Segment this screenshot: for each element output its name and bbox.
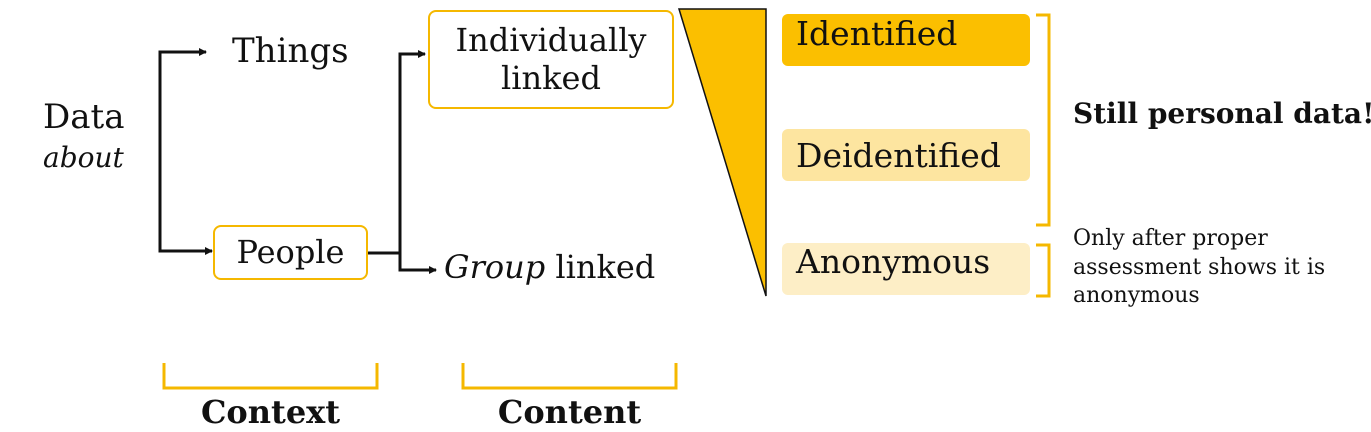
anonymous-note: Only after proper assessment shows it is…: [1073, 225, 1325, 311]
anonymous-note-line1: Only after proper: [1073, 226, 1268, 251]
anonymous-note-line2: assessment shows it is: [1073, 254, 1326, 280]
level-anonymous-label: Anonymous: [796, 242, 991, 281]
connector-people-group: [398, 253, 437, 274]
identifiability-wedge: [677, 8, 767, 297]
bracket-content: [461, 363, 678, 390]
individually-linked-line1: Individually: [455, 20, 647, 59]
people-node: People: [213, 225, 368, 280]
about-label: about: [43, 141, 124, 174]
connector-people-individual: [368, 50, 426, 255]
people-label: People: [236, 232, 345, 271]
still-personal-data-label: Still personal data!: [1073, 97, 1371, 130]
connector-data-things: [158, 48, 207, 122]
level-identified-label: Identified: [796, 14, 958, 53]
connector-data-people: [158, 122, 213, 255]
individually-linked-node: Individually linked: [428, 10, 674, 109]
bracket-anonymous: [1036, 243, 1051, 298]
bracket-personal-data: [1036, 13, 1051, 227]
level-identified: Identified: [782, 14, 1030, 66]
context-caption: Context: [200, 393, 341, 431]
individually-linked-line2: linked: [501, 58, 601, 97]
group-linked-italic: Group: [444, 248, 546, 286]
content-caption: Content: [497, 393, 642, 431]
level-deidentified: Deidentified: [782, 129, 1030, 181]
things-node: Things: [232, 31, 349, 71]
level-anonymous: Anonymous: [782, 243, 1030, 295]
level-deidentified-label: Deidentified: [796, 135, 1001, 175]
bracket-context: [162, 363, 379, 390]
group-linked-node: Group linked: [444, 248, 656, 286]
data-label: Data: [43, 97, 125, 137]
group-linked-rest: linked: [545, 248, 656, 286]
anonymous-note-line3: anonymous: [1073, 283, 1200, 309]
